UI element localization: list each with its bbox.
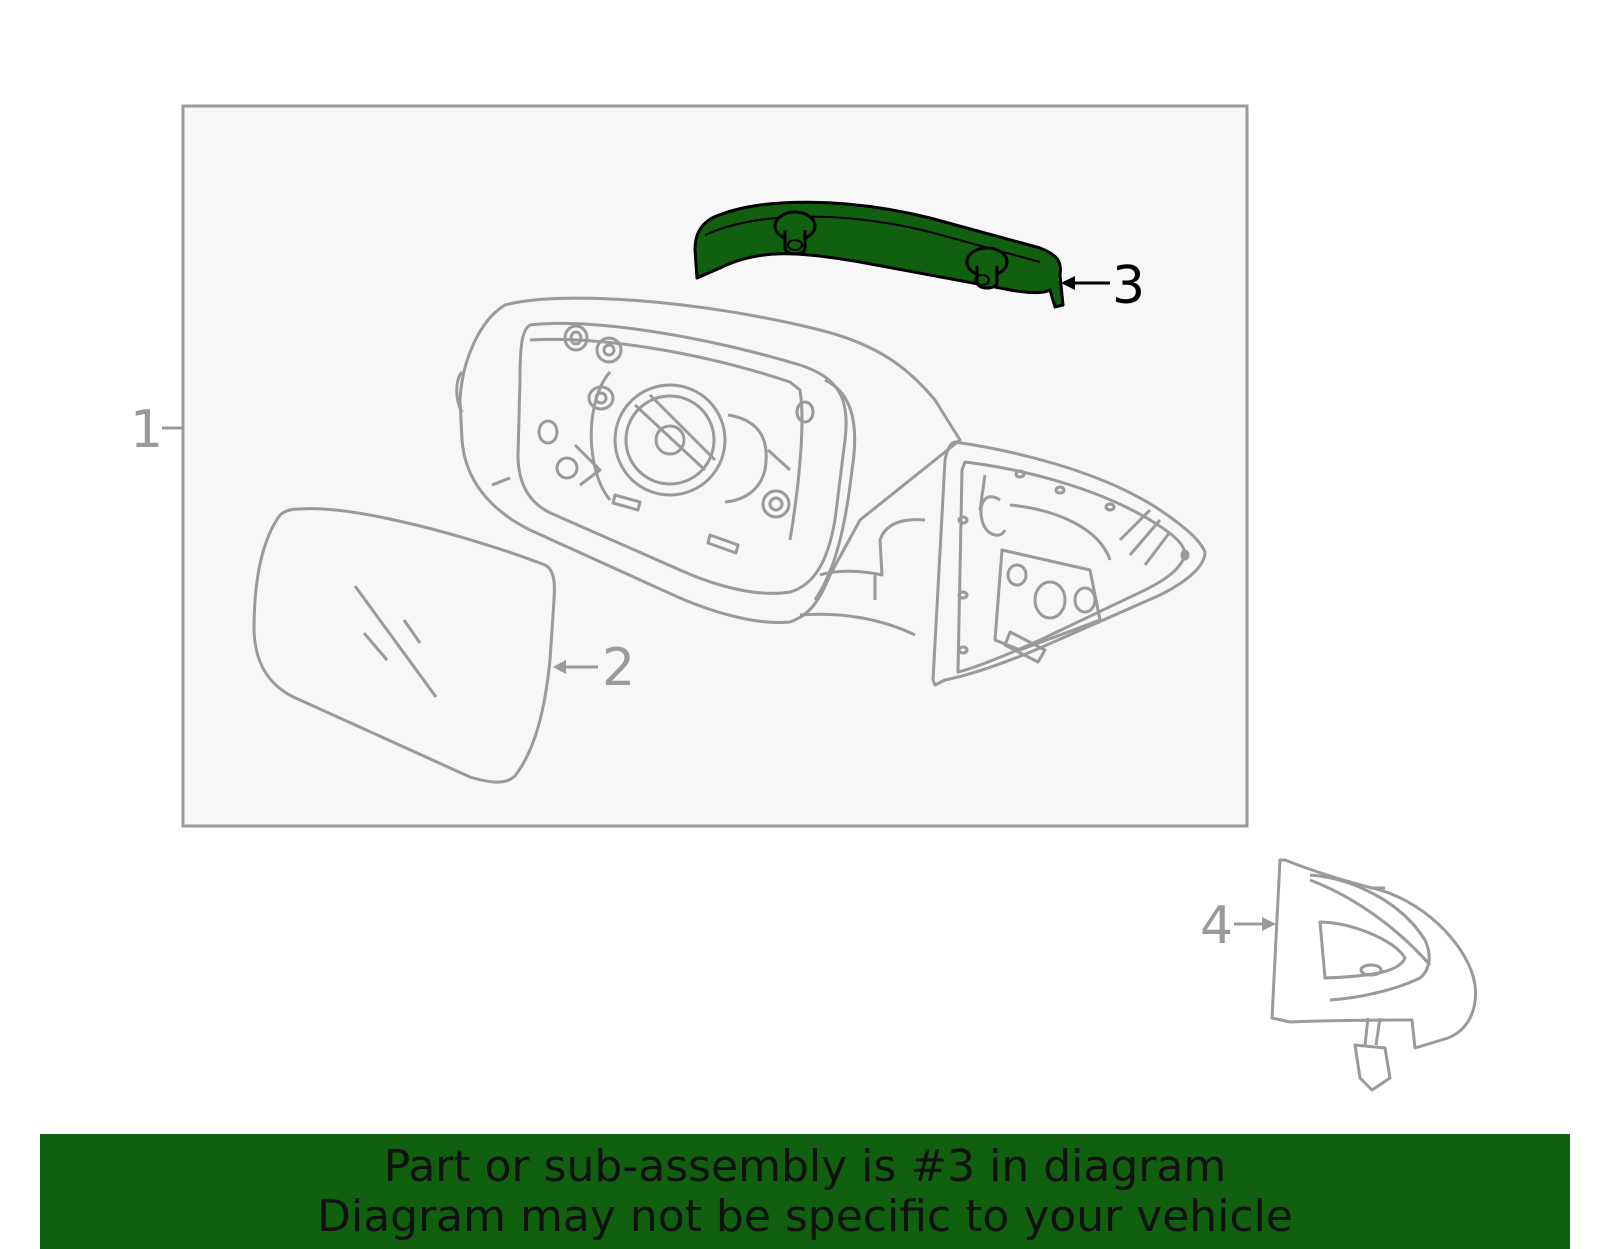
part-4-side-lamp [1270, 858, 1478, 1092]
banner-line-2: Diagram may not be specific to your vehi… [317, 1190, 1293, 1242]
mirror-glass [252, 507, 556, 784]
callout-3-label[interactable]: 3 [1112, 256, 1145, 316]
banner-line-1: Part or sub-assembly is #3 in diagram [383, 1140, 1227, 1192]
callout-4-arrowhead [1262, 917, 1276, 931]
callout-1-label[interactable]: 1 [130, 400, 163, 460]
callout-2-label[interactable]: 2 [602, 638, 635, 698]
part-3-cover-strip[interactable] [693, 200, 1065, 309]
callout-3-arrowhead [1061, 276, 1075, 290]
callout-2-arrowhead [553, 660, 566, 674]
info-banner: Part or sub-assembly is #3 in diagram Di… [40, 1134, 1570, 1249]
info-banner-background [40, 1134, 1570, 1249]
mirror-cover [931, 440, 1207, 687]
callout-4-label[interactable]: 4 [1200, 896, 1233, 956]
mirror-housing [455, 296, 962, 637]
